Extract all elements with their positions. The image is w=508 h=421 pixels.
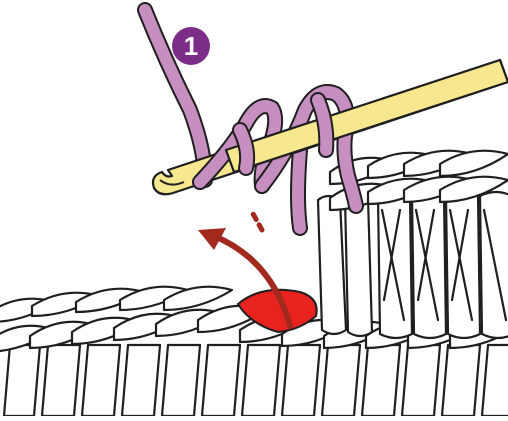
step-number-badge: 1	[172, 27, 210, 65]
